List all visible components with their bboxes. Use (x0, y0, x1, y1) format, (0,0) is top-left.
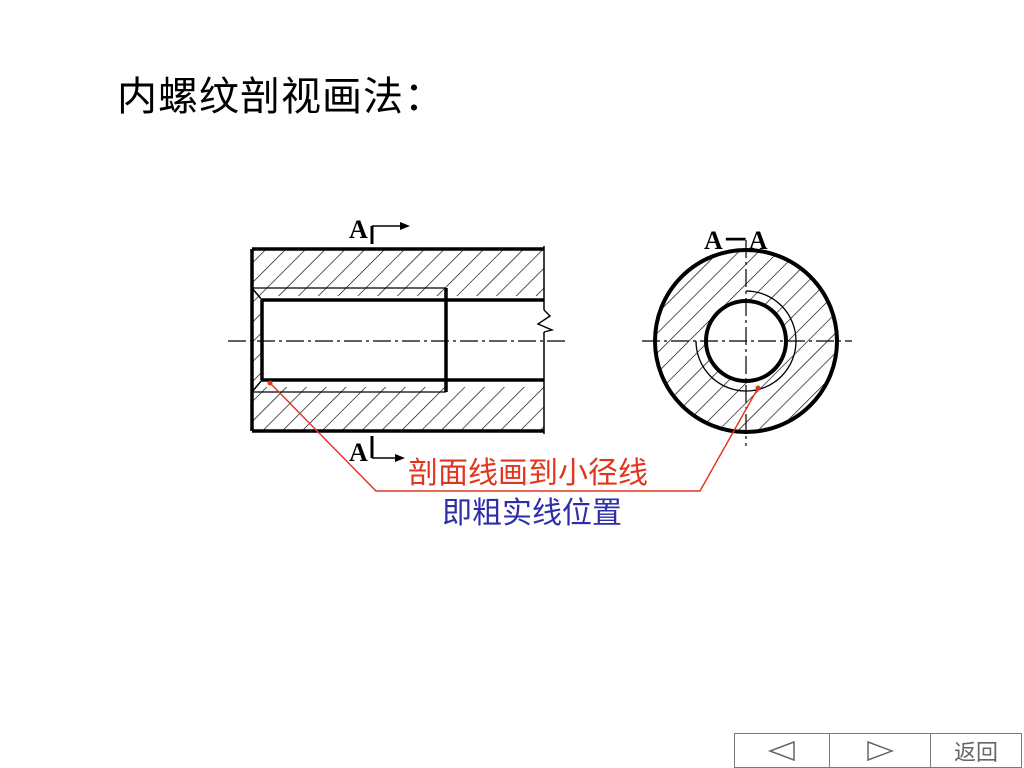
hatched-wall-top (252, 249, 544, 296)
triangle-right-icon (867, 740, 895, 761)
prev-button[interactable] (735, 734, 830, 767)
cutting-plane-mark-top (370, 222, 410, 244)
triangle-left-icon (767, 740, 795, 761)
cut-label-bottom: A (349, 438, 368, 467)
next-button[interactable] (830, 734, 931, 767)
back-button[interactable]: 返回 (953, 740, 998, 766)
cutting-plane-mark-bottom (370, 436, 405, 462)
cut-label-top: A (349, 215, 368, 244)
section-label: A－A (704, 226, 768, 255)
leader-lines (267, 380, 761, 492)
hatched-wall-bottom (252, 387, 544, 431)
page-title: 内螺纹剖视画法： (117, 74, 445, 120)
slide-nav: 返回 (734, 733, 1022, 768)
note-line-red: 剖面线画到小径线 (408, 456, 648, 491)
note-line-blue: 即粗实线位置 (442, 496, 622, 531)
